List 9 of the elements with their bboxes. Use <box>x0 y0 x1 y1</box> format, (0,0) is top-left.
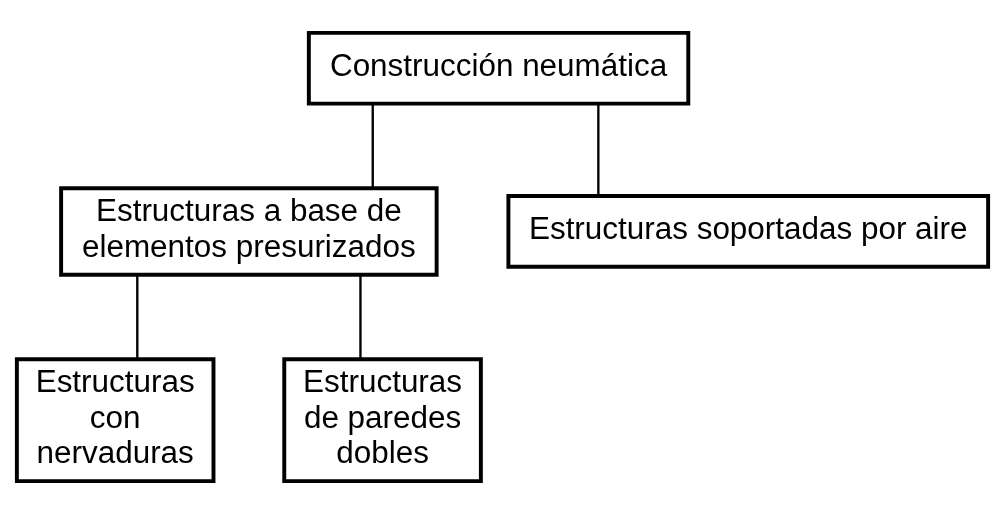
connector <box>597 103 600 196</box>
node-box: Estructuras de paredes dobles <box>282 356 483 483</box>
node-box: Estructuras con nervaduras <box>14 356 216 483</box>
connector <box>136 274 139 359</box>
connector <box>359 274 362 359</box>
node-box: Estructuras soportadas por aire <box>506 193 991 269</box>
node-box: Construcción neumática <box>306 30 691 106</box>
node-box: Estructuras a base de elementos presurizados <box>59 185 439 277</box>
connector <box>371 103 374 188</box>
